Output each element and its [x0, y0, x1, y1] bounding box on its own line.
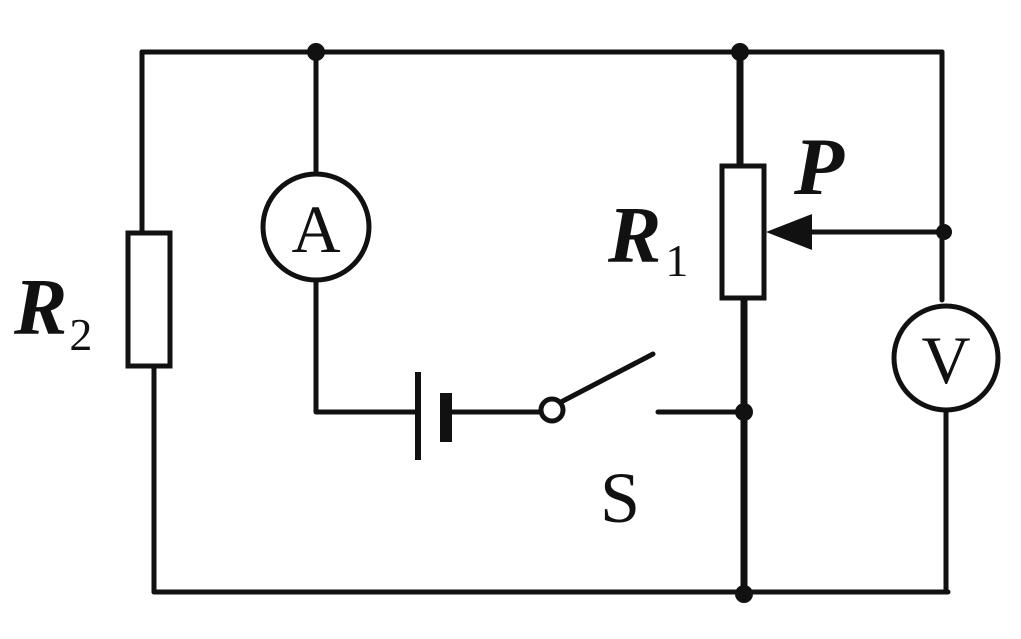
junction-bottom-r1: [735, 585, 753, 603]
label-r1: R1: [607, 192, 688, 286]
right-wire: [939, 49, 949, 595]
junction-top-r1: [731, 43, 749, 61]
junction-slider: [936, 224, 952, 240]
rheostat-r1: [719, 163, 767, 301]
label-p: P: [793, 121, 845, 212]
switch-s: [538, 351, 656, 424]
label-r2: R2: [13, 264, 92, 360]
junctions: [307, 43, 952, 603]
ammeter-label: A: [291, 191, 340, 267]
ammeter-branch-wire: [313, 49, 419, 415]
battery: [415, 372, 452, 460]
switch-blade: [558, 351, 656, 405]
label-s: S: [600, 458, 640, 538]
slider-arrow-p-icon: [766, 214, 812, 250]
junction-switch-r1: [735, 403, 753, 421]
wires: [139, 48, 951, 596]
switch-pivot: [538, 396, 566, 424]
resistor-r2: [125, 230, 173, 369]
voltmeter: [891, 303, 1001, 413]
junction-top-ammeter: [307, 43, 325, 61]
voltmeter-label: V: [921, 322, 970, 398]
left-wire: [139, 49, 157, 595]
ammeter: [260, 171, 372, 283]
r1-branch-wire: [736, 48, 748, 596]
